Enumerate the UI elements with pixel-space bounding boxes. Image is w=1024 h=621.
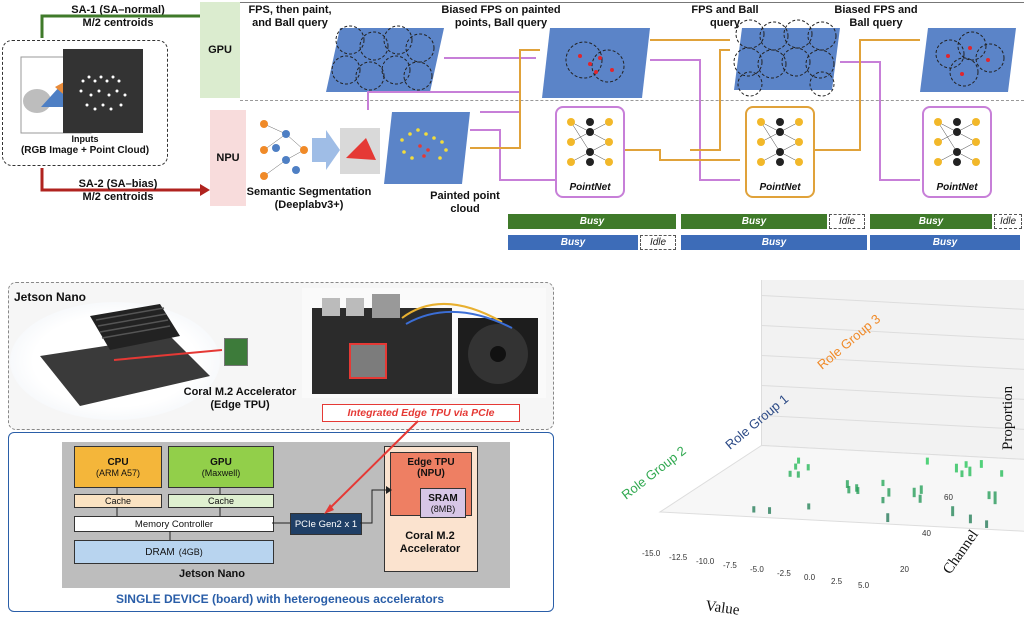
bar-role-group-2 bbox=[919, 495, 922, 503]
point-cloud-planes bbox=[0, 0, 1024, 210]
pointnet-box-3: PointNet bbox=[922, 106, 992, 198]
npu-bar-busy-2: Busy bbox=[681, 235, 867, 250]
bar-role-group-2 bbox=[994, 491, 997, 504]
gpu-bar-busy-1: Busy bbox=[508, 214, 676, 229]
gpu-plane-2 bbox=[542, 28, 650, 98]
bar-role-group-2 bbox=[960, 470, 963, 477]
hardware-connectors bbox=[0, 400, 560, 590]
x-tick-label: -10.0 bbox=[696, 557, 715, 566]
painted-point-cloud bbox=[384, 112, 470, 184]
coral-label-line1: Coral M.2 Accelerator bbox=[180, 386, 300, 399]
bar-role-group-2 bbox=[797, 458, 800, 464]
y-tick-label: 60 bbox=[944, 493, 953, 502]
bar-role-group-2 bbox=[807, 503, 810, 509]
semseg-network bbox=[260, 120, 308, 180]
bar-role-group-2 bbox=[794, 464, 797, 470]
histogram-chart: 0.00.20.40.60.8-15.0-12.5-10.0-7.5-5.0-2… bbox=[600, 280, 1024, 616]
x-tick-label: 0.0 bbox=[804, 573, 816, 582]
y-tick-label: 20 bbox=[900, 565, 909, 574]
x-tick-label: -12.5 bbox=[669, 553, 688, 562]
bar-role-group-2 bbox=[955, 464, 958, 473]
x-tick-label: -2.5 bbox=[777, 569, 791, 578]
x-tick-label: 2.5 bbox=[831, 577, 843, 586]
x-axis-label: Value bbox=[704, 598, 740, 616]
semseg-arrow bbox=[312, 130, 340, 170]
single-device-caption: SINGLE DEVICE (board) with heterogeneous… bbox=[8, 592, 552, 606]
x-tick-label: -15.0 bbox=[642, 549, 661, 558]
npu-bar-busy-3: Busy bbox=[870, 235, 1020, 250]
x-tick-label: 5.0 bbox=[858, 581, 870, 590]
orange-flow-arrows bbox=[470, 40, 920, 160]
bar-role-group-2 bbox=[847, 486, 850, 493]
annotation-role-group-2: Role Group 2 bbox=[619, 443, 689, 502]
pointnet-network-icon bbox=[924, 108, 990, 178]
pointnet-label-3: PointNet bbox=[924, 182, 990, 193]
pointnet-network-icon bbox=[747, 108, 813, 178]
gpu-bar-idle-1: Idle bbox=[829, 214, 865, 229]
bar-role-group-2 bbox=[752, 506, 755, 512]
coral-pointer-arrow bbox=[110, 340, 230, 370]
integrated-board-illustration bbox=[302, 288, 546, 400]
semseg-title: Semantic Segmentation bbox=[234, 186, 384, 199]
bar-role-group-2 bbox=[985, 520, 988, 528]
bar-role-group-2 bbox=[913, 488, 916, 497]
y-axis-label: Channel bbox=[940, 527, 982, 577]
z-axis-label: Proportion bbox=[1000, 385, 1016, 450]
npu-bar-busy-1: Busy bbox=[508, 235, 638, 250]
pointnet-box-2: PointNet bbox=[745, 106, 815, 198]
x-tick-label: -5.0 bbox=[750, 565, 764, 574]
bar-role-group-2 bbox=[1000, 470, 1003, 476]
bar-role-group-2 bbox=[926, 458, 929, 465]
gpu-plane-4 bbox=[920, 28, 1016, 92]
npu-bar-idle-1: Idle bbox=[640, 235, 676, 250]
bar-role-group-2 bbox=[807, 464, 810, 470]
bar-role-group-2 bbox=[965, 461, 968, 468]
bar-role-group-2 bbox=[789, 471, 792, 477]
bar-role-group-2 bbox=[881, 480, 884, 486]
gpu-plane-3 bbox=[734, 28, 840, 90]
bar-role-group-2 bbox=[920, 485, 923, 493]
bar-role-group-2 bbox=[768, 507, 771, 514]
bar-role-group-2 bbox=[856, 487, 859, 494]
bar-role-group-2 bbox=[887, 488, 890, 496]
bar-role-group-2 bbox=[886, 513, 889, 522]
pcie-tpu-link bbox=[360, 490, 390, 523]
pointnet-label-1: PointNet bbox=[557, 182, 623, 193]
bar-role-group-2 bbox=[988, 491, 991, 499]
gpu-bar-idle-2: Idle bbox=[994, 214, 1022, 229]
x-tick-label: -7.5 bbox=[723, 561, 737, 570]
semseg-model: (Deeplabv3+) bbox=[234, 199, 384, 212]
semseg-label: Semantic Segmentation (Deeplabv3+) bbox=[234, 186, 384, 212]
histogram-svg: 0.00.20.40.60.8-15.0-12.5-10.0-7.5-5.0-2… bbox=[600, 280, 1024, 616]
integrated-pointer-arrow bbox=[328, 421, 418, 510]
pointnet-network-icon bbox=[557, 108, 623, 178]
bar-role-group-2 bbox=[969, 515, 972, 524]
bar-role-group-2 bbox=[968, 467, 971, 477]
painted-label: Painted point cloud bbox=[430, 190, 500, 216]
pointnet-label-2: PointNet bbox=[747, 182, 813, 193]
gpu-bar-busy-2: Busy bbox=[681, 214, 827, 229]
y-tick-label: 40 bbox=[922, 529, 931, 538]
bar-role-group-2 bbox=[797, 471, 800, 477]
bar-role-group-2 bbox=[980, 460, 983, 468]
gpu-bar-busy-3: Busy bbox=[870, 214, 992, 229]
pointnet-box-1: PointNet bbox=[555, 106, 625, 198]
bar-role-group-2 bbox=[951, 506, 954, 516]
bar-role-group-2 bbox=[881, 497, 884, 503]
